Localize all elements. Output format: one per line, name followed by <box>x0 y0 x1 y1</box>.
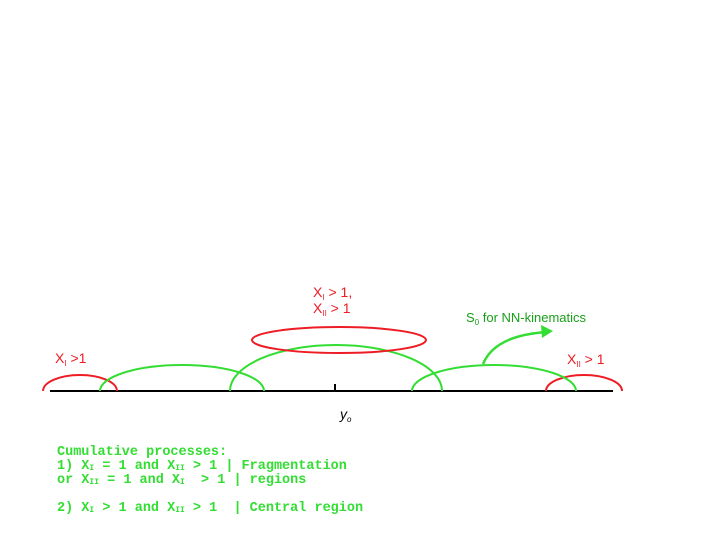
right-red-arc <box>545 374 623 392</box>
s0-arrowhead <box>541 325 553 338</box>
process-line-3: 2) XI > 1 and XII > 1 | Central region <box>57 501 364 516</box>
central-label-line1: XI > 1, <box>313 284 353 302</box>
left-red-arc <box>42 374 118 392</box>
xi-left-label: XI >1 <box>55 350 87 368</box>
green-arc-right <box>411 364 577 392</box>
cumulative-title: Cumulative processes: <box>57 445 228 460</box>
y0-label: yo <box>340 406 352 424</box>
green-arc-left <box>99 364 265 392</box>
central-label-line2: XII > 1 <box>313 300 351 318</box>
central-red-ellipse <box>251 326 427 354</box>
green-arc-center <box>229 344 443 392</box>
s0-arrow <box>481 330 549 365</box>
xii-right-label: XII > 1 <box>567 351 605 369</box>
s0-label: S0 for NN-kinematics <box>466 310 587 327</box>
process-line-2: or XII = 1 and XI > 1 | regions <box>57 473 307 488</box>
process-line-1: 1) XI = 1 and XII > 1 | Fragmentation <box>57 459 347 474</box>
